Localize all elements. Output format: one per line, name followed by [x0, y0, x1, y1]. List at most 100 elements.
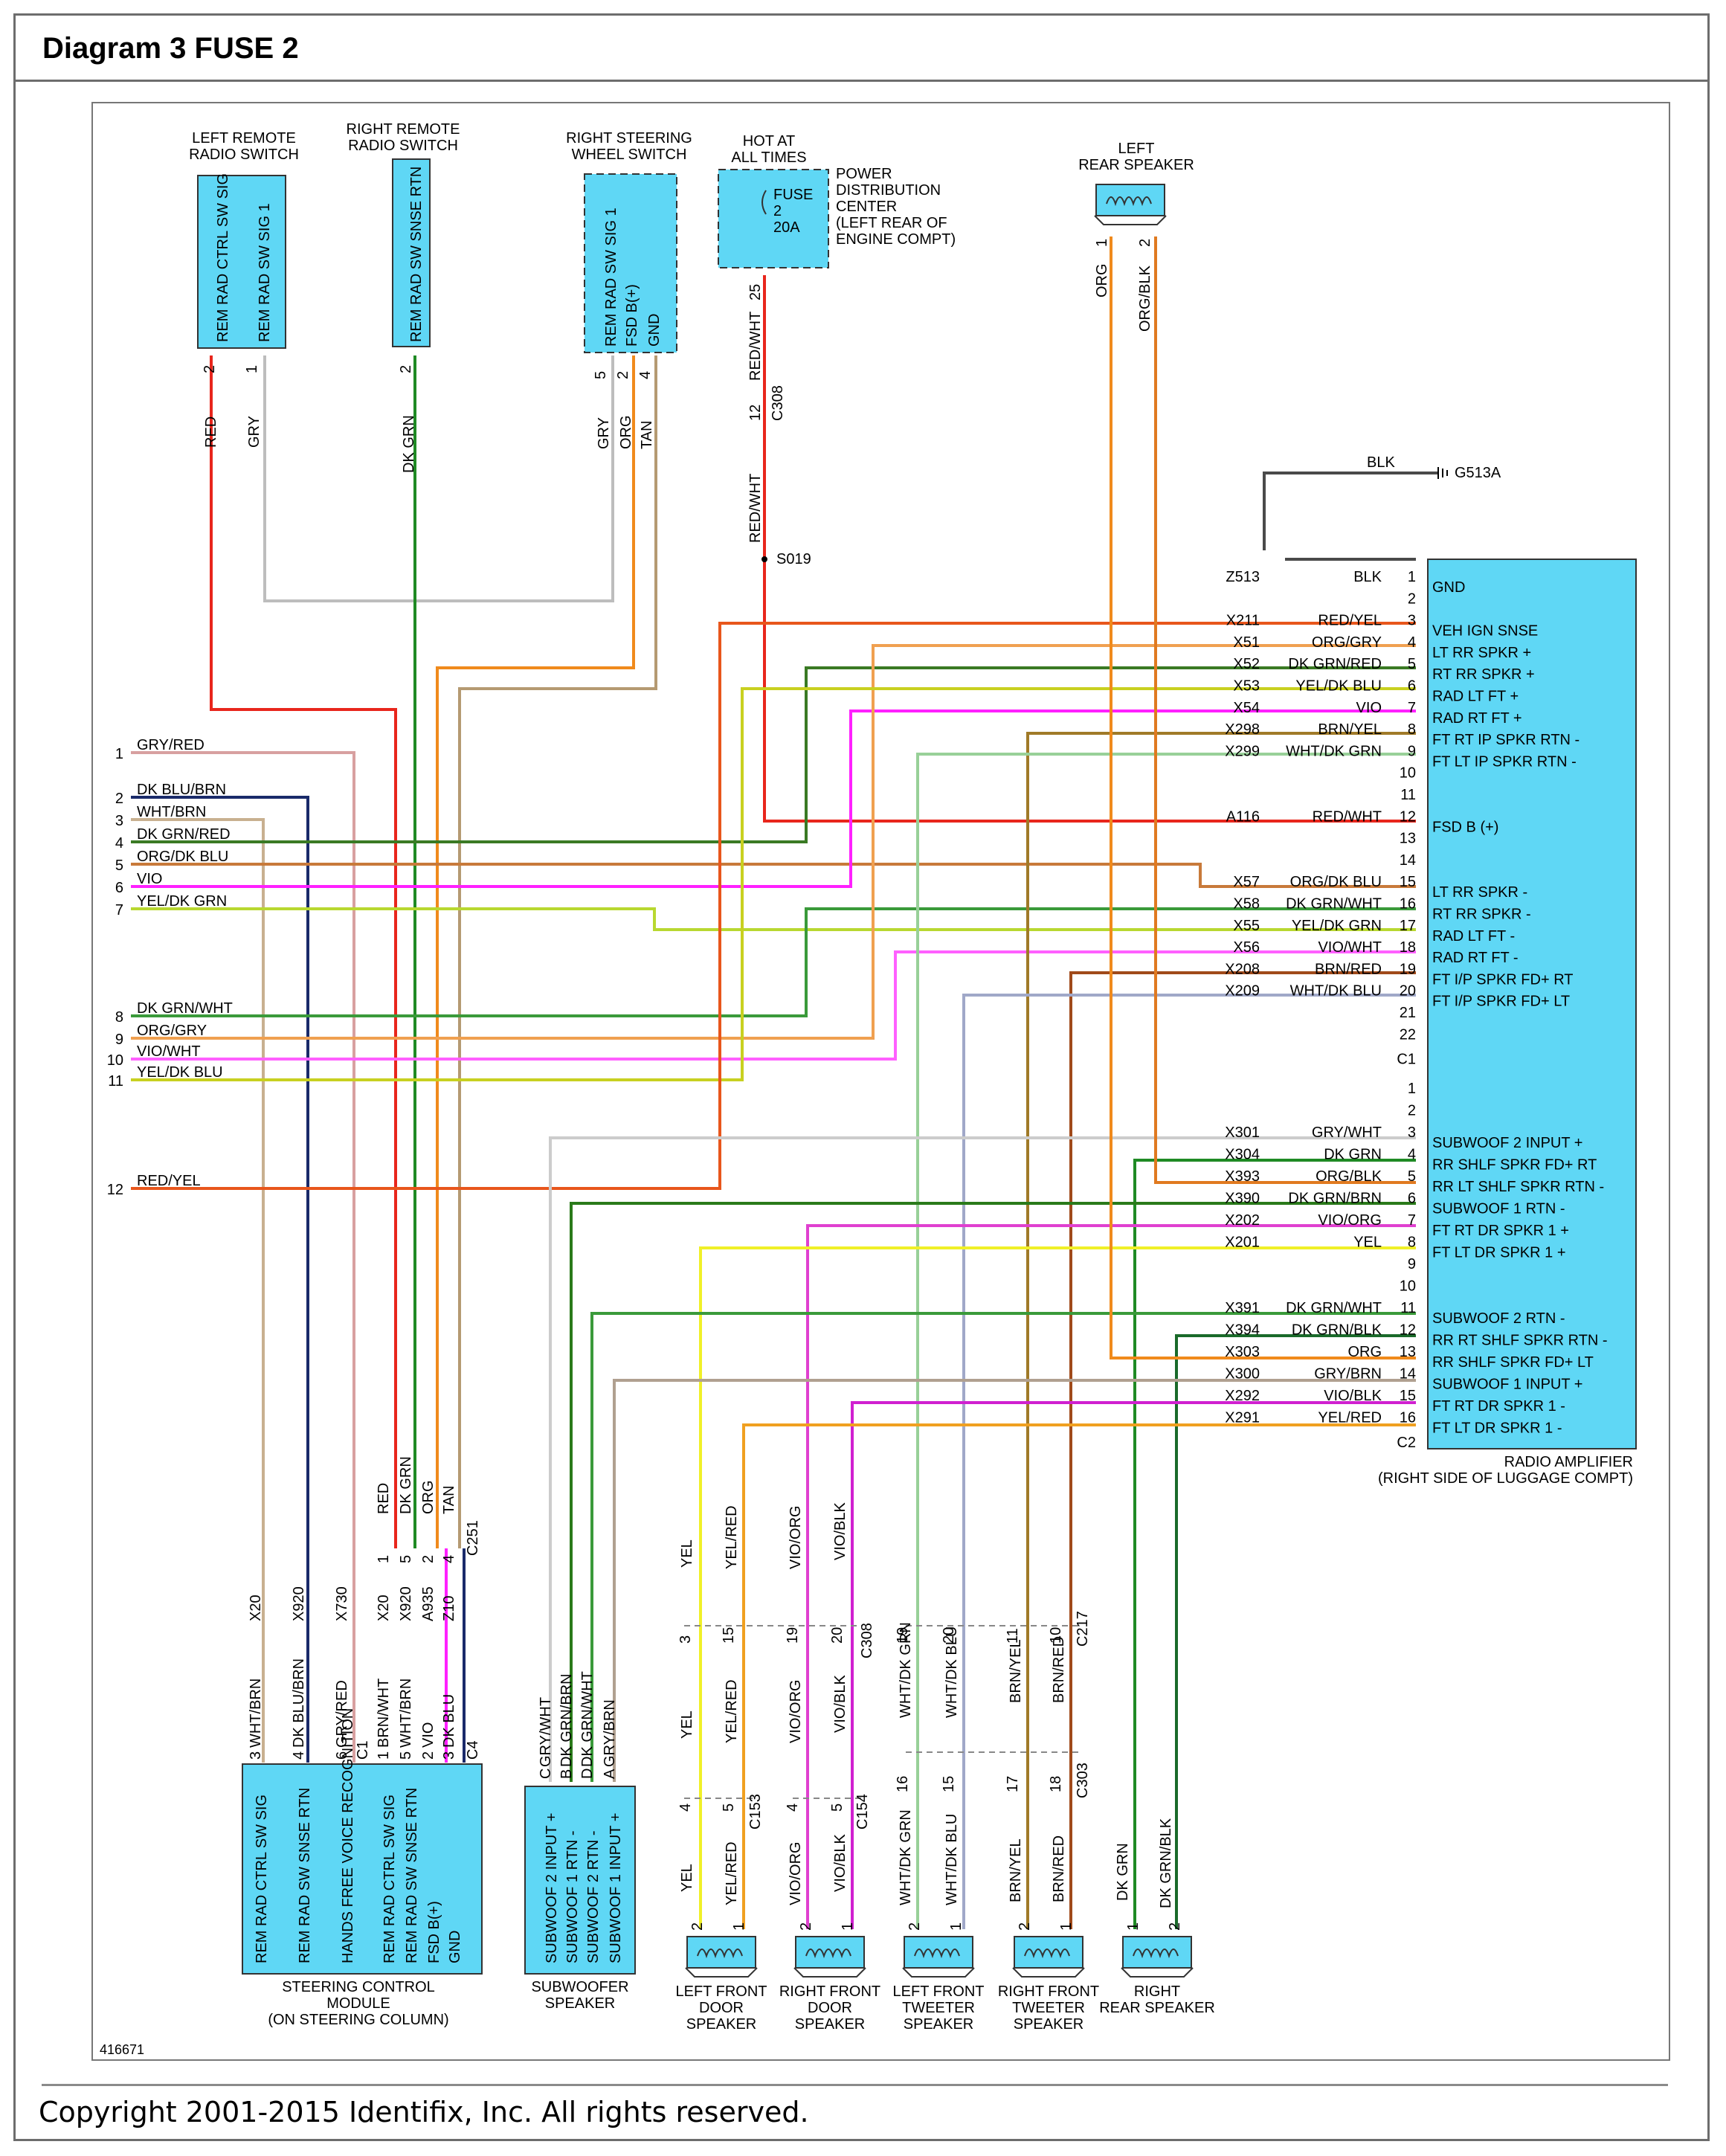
circuit-label: Z513	[1226, 569, 1260, 585]
speaker-icon-coil	[914, 1949, 960, 1959]
wire-label: VIO/ORG	[788, 1841, 804, 1905]
circuit-label: X393	[1225, 1168, 1260, 1185]
circuit-label: X299	[1225, 743, 1260, 759]
speaker-icon-coil	[1024, 1949, 1070, 1959]
amp-pin-number: 13	[1400, 831, 1416, 847]
pin-number: 20	[829, 1627, 846, 1644]
pin-number: 2	[615, 371, 631, 379]
amp-pin-number: 12	[1400, 808, 1416, 825]
circuit-label: X300	[1225, 1366, 1260, 1383]
circuit-label: X54	[1233, 700, 1260, 716]
amp-pin-number: 2	[1408, 591, 1416, 607]
wire-label: WHT/BRN	[398, 1679, 414, 1748]
wire-label: DK GRN	[1115, 1843, 1131, 1901]
amp-pin-function: RAD RT FT -	[1432, 950, 1519, 966]
pin-number: 1	[1058, 1922, 1075, 1931]
pdc-box	[718, 169, 829, 268]
amp-pin-number: 11	[1400, 1300, 1416, 1316]
circuit-label: X298	[1225, 721, 1260, 738]
wire-dk-grn-blk	[1175, 1334, 1416, 1929]
pin-number: 2	[420, 1751, 437, 1760]
amp-pin-function: RR SHLF SPKR FD+ RT	[1432, 1157, 1597, 1174]
radio-amplifier-name: RADIO AMPLIFIER	[1504, 1454, 1633, 1470]
pin-number: 4	[637, 371, 654, 379]
wire-label: GRY/BRN	[1314, 1366, 1382, 1383]
amp-pin-number: 14	[1400, 852, 1416, 869]
left-connector-pin: 3	[115, 813, 123, 829]
wire-label: ORG	[1094, 263, 1110, 297]
circuit-label: X301	[1225, 1124, 1260, 1141]
wire-label: DK GRN/WHT	[579, 1671, 596, 1767]
pin-number: 4	[677, 1803, 694, 1812]
right-remote-switch-name: RIGHT REMOTE	[347, 121, 460, 138]
wire-label: BRN/RED	[1051, 1636, 1067, 1703]
wire-label: YEL	[679, 1864, 695, 1892]
pin-number: 5	[398, 1555, 414, 1563]
amp-pin-number: 7	[1408, 700, 1416, 716]
pin-number: 4	[291, 1751, 307, 1760]
amp-pin-function: RR SHLF SPKR FD+ LT	[1432, 1354, 1594, 1371]
page-title: Diagram 3 FUSE 2	[42, 32, 299, 65]
circuit-label: X291	[1225, 1410, 1260, 1426]
subwoofer-pin-function: SUBWOOF 2 RTN -	[585, 1830, 602, 1963]
connector-label: C251	[465, 1520, 481, 1556]
circuit-label: X53	[1233, 678, 1260, 695]
amp-pin-number: 9	[1408, 1256, 1416, 1272]
wire-label: DK GRN	[401, 415, 417, 473]
wire-label: YEL	[679, 1539, 695, 1568]
wire-label: VIO/WHT	[1318, 939, 1382, 956]
pin-number: 1	[376, 1751, 392, 1760]
circuit-label: X303	[1225, 1344, 1260, 1360]
wire-gry-red	[131, 751, 355, 1763]
wire-red-wht	[763, 275, 1416, 823]
amp-pin-number: 3	[1408, 1124, 1416, 1141]
pin-number: 18	[1048, 1776, 1064, 1792]
fuse-label: FUSE	[773, 187, 813, 203]
diagram-id: 416671	[100, 2042, 144, 2057]
wire-label: VIO/BLK	[832, 1502, 848, 1560]
wire-label: RED	[203, 416, 219, 448]
left-connector-pin: 2	[115, 791, 123, 807]
pin-number: 2	[907, 1922, 923, 1931]
module-pin-function: REM RAD SW SNSE RTN	[297, 1788, 313, 1963]
connector-label: C2	[1397, 1435, 1416, 1451]
pin-number: 1	[1125, 1922, 1141, 1931]
speaker-icon	[1122, 1936, 1192, 1969]
wire-label: RED/YEL	[1318, 613, 1382, 629]
pin-number: 19	[785, 1627, 801, 1644]
pin-number: 5	[721, 1803, 737, 1812]
radio-amplifier-name: (RIGHT SIDE OF LUGGAGE COMPT)	[1378, 1470, 1633, 1487]
connector-label: C4	[465, 1740, 481, 1760]
circuit-label: X56	[1233, 939, 1260, 956]
pin-number: 2	[398, 365, 414, 373]
right-remote-switch-pin-label: REM RAD SW SNSE RTN	[408, 167, 425, 342]
wire-label: YEL/RED	[724, 1505, 740, 1569]
wire-label: VIO/ORG	[1318, 1212, 1382, 1229]
circuit-label: X201	[1225, 1235, 1260, 1251]
wire-label: GRY/BRN	[602, 1699, 618, 1767]
wire-label: VIO/ORG	[788, 1679, 804, 1743]
wire-label: WHT/DK BLU	[944, 1626, 960, 1718]
wire-red-yel	[131, 622, 1416, 1190]
amp-pin-number: 6	[1408, 1191, 1416, 1207]
amp-pin-function: FT RT DR SPKR 1 -	[1432, 1398, 1565, 1415]
wire-tan	[458, 355, 657, 1548]
pin-number: 2	[420, 1555, 437, 1563]
pin-number: 2	[1017, 1922, 1033, 1931]
speaker-icon	[686, 1936, 756, 1969]
ground-icon	[1437, 467, 1448, 479]
wire-label: VIO/WHT	[137, 1043, 201, 1060]
wire-vio-wht	[131, 950, 1416, 1061]
wire-label: BRN/YEL	[1318, 721, 1382, 738]
speaker-icon	[795, 1936, 865, 1969]
amp-pin-number: 3	[1408, 613, 1416, 629]
wire-label: YEL/DK BLU	[137, 1064, 223, 1081]
subwoofer-name: SPEAKER	[545, 1995, 615, 2012]
wire-wht-dk-grn	[916, 753, 1416, 1929]
connector-label: C154	[854, 1794, 871, 1830]
wire-label: RED/WHT	[1313, 808, 1382, 825]
circuit-label: X391	[1225, 1300, 1260, 1316]
speaker-name: TWEETER	[1012, 2000, 1085, 2016]
amp-pin-function: RAD LT FT +	[1432, 689, 1519, 705]
